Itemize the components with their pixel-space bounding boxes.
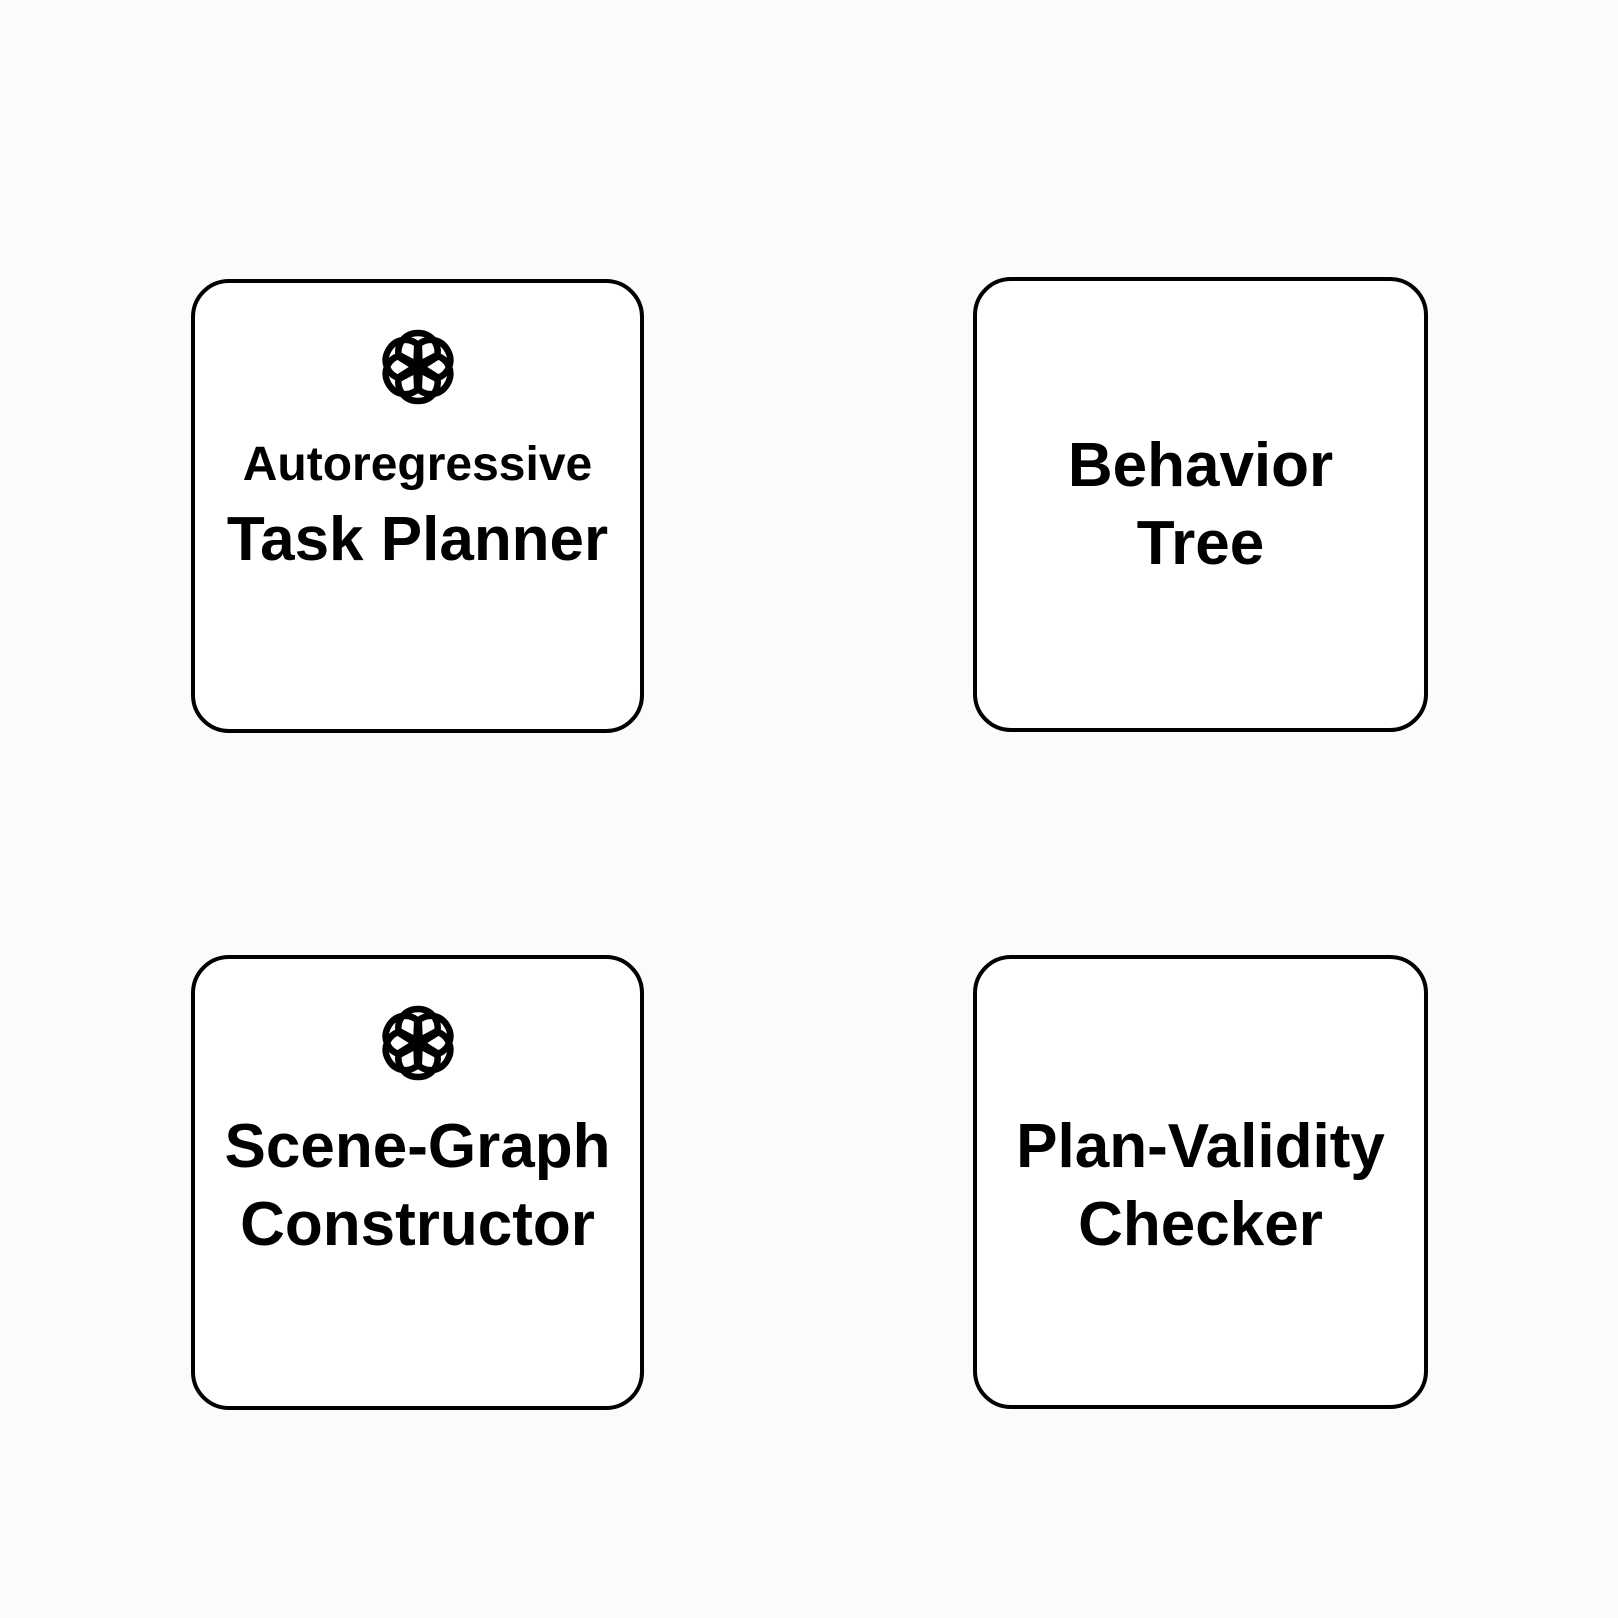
plan-validity-checker-box: Plan-Validity Checker	[973, 955, 1428, 1409]
behavior-tree-label-line2: Tree	[1136, 509, 1265, 578]
openai-logo-icon	[368, 317, 468, 417]
plan-validity-label-line2: Checker	[1078, 1190, 1323, 1259]
behavior-tree-box: Behavior Tree	[973, 277, 1428, 732]
scene-graph-constructor-box: Scene-Graph Constructor	[191, 955, 644, 1410]
plan-validity-label-line1: Plan-Validity	[1016, 1112, 1385, 1181]
openai-logo-icon	[368, 993, 468, 1093]
behavior-tree-label-line1: Behavior	[1067, 431, 1334, 500]
scene-graph-label-line2: Constructor	[240, 1190, 595, 1259]
planner-label-line1: Autoregressive	[242, 438, 593, 491]
planner-label-line2: Task Planner	[226, 505, 609, 574]
scene-graph-label-line1: Scene-Graph	[224, 1112, 611, 1181]
autoregressive-task-planner-box: Autoregressive Task Planner	[191, 279, 644, 733]
